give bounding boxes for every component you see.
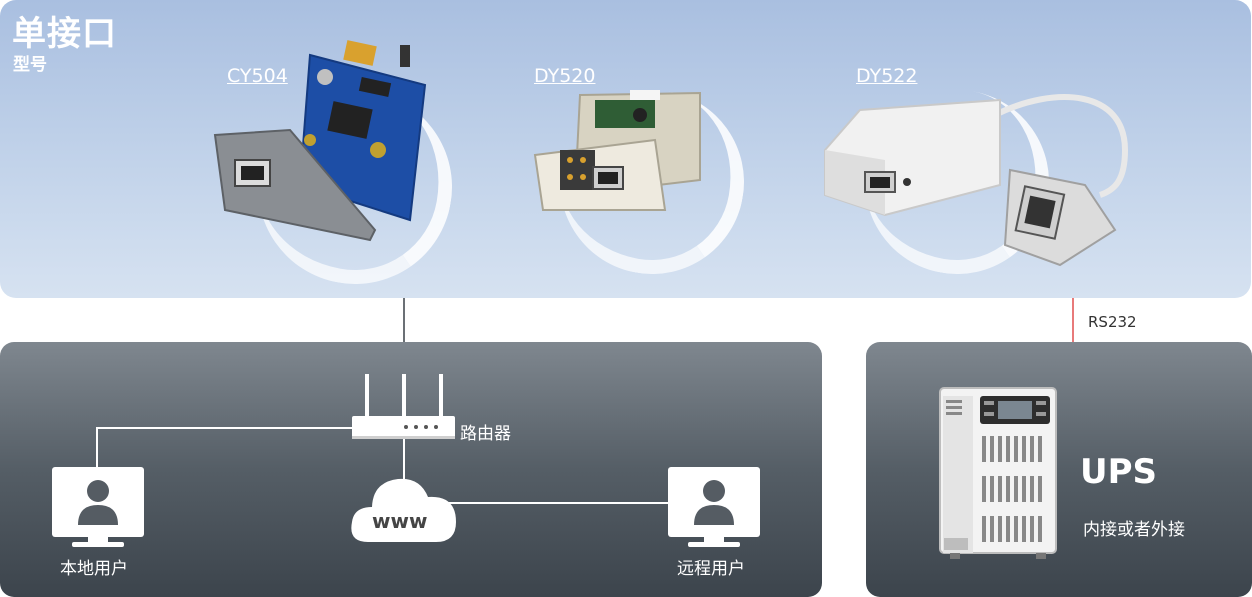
local-user-monitor-icon[interactable] [52,467,144,549]
ups-panel [866,342,1252,597]
cloud-icon [351,478,456,542]
ups-title: UPS [1080,452,1158,492]
cloud-to-remote-line [445,502,670,504]
panel-subtitle: 型号 [13,55,47,75]
cloud-www-label: www [372,509,428,533]
panel-title: 单接口 [12,14,117,54]
model-link-dy520[interactable]: DY520 [534,65,596,87]
rs232-line [1072,298,1074,342]
network-panel: 路由器 www 本地用户 远程用户 [0,342,822,597]
cy504-card-image [213,40,427,242]
model-link-dy522[interactable]: DY522 [856,65,918,87]
router-icon [352,374,455,439]
dy520-card-image [533,90,701,211]
model-panel: 单接口 型号 CY504 DY520 DY522 [0,0,1251,298]
ups-subtitle: 内接或者外接 [1083,520,1185,540]
remote-user-label: 远程用户 [677,559,745,579]
local-user-label: 本地用户 [60,559,128,579]
rs232-label: RS232 [1088,313,1137,331]
router-to-cloud-line [403,439,405,479]
dy522-device-image [824,94,1129,267]
router-to-local-line-h [96,427,354,429]
model-link-cy504[interactable]: CY504 [227,65,288,87]
ups-cabinet-icon [939,387,1057,559]
remote-user-monitor-icon[interactable] [668,467,760,549]
router-label: 路由器 [460,424,511,444]
router-uplink-line [403,298,405,342]
router-to-local-line-v [96,427,98,467]
